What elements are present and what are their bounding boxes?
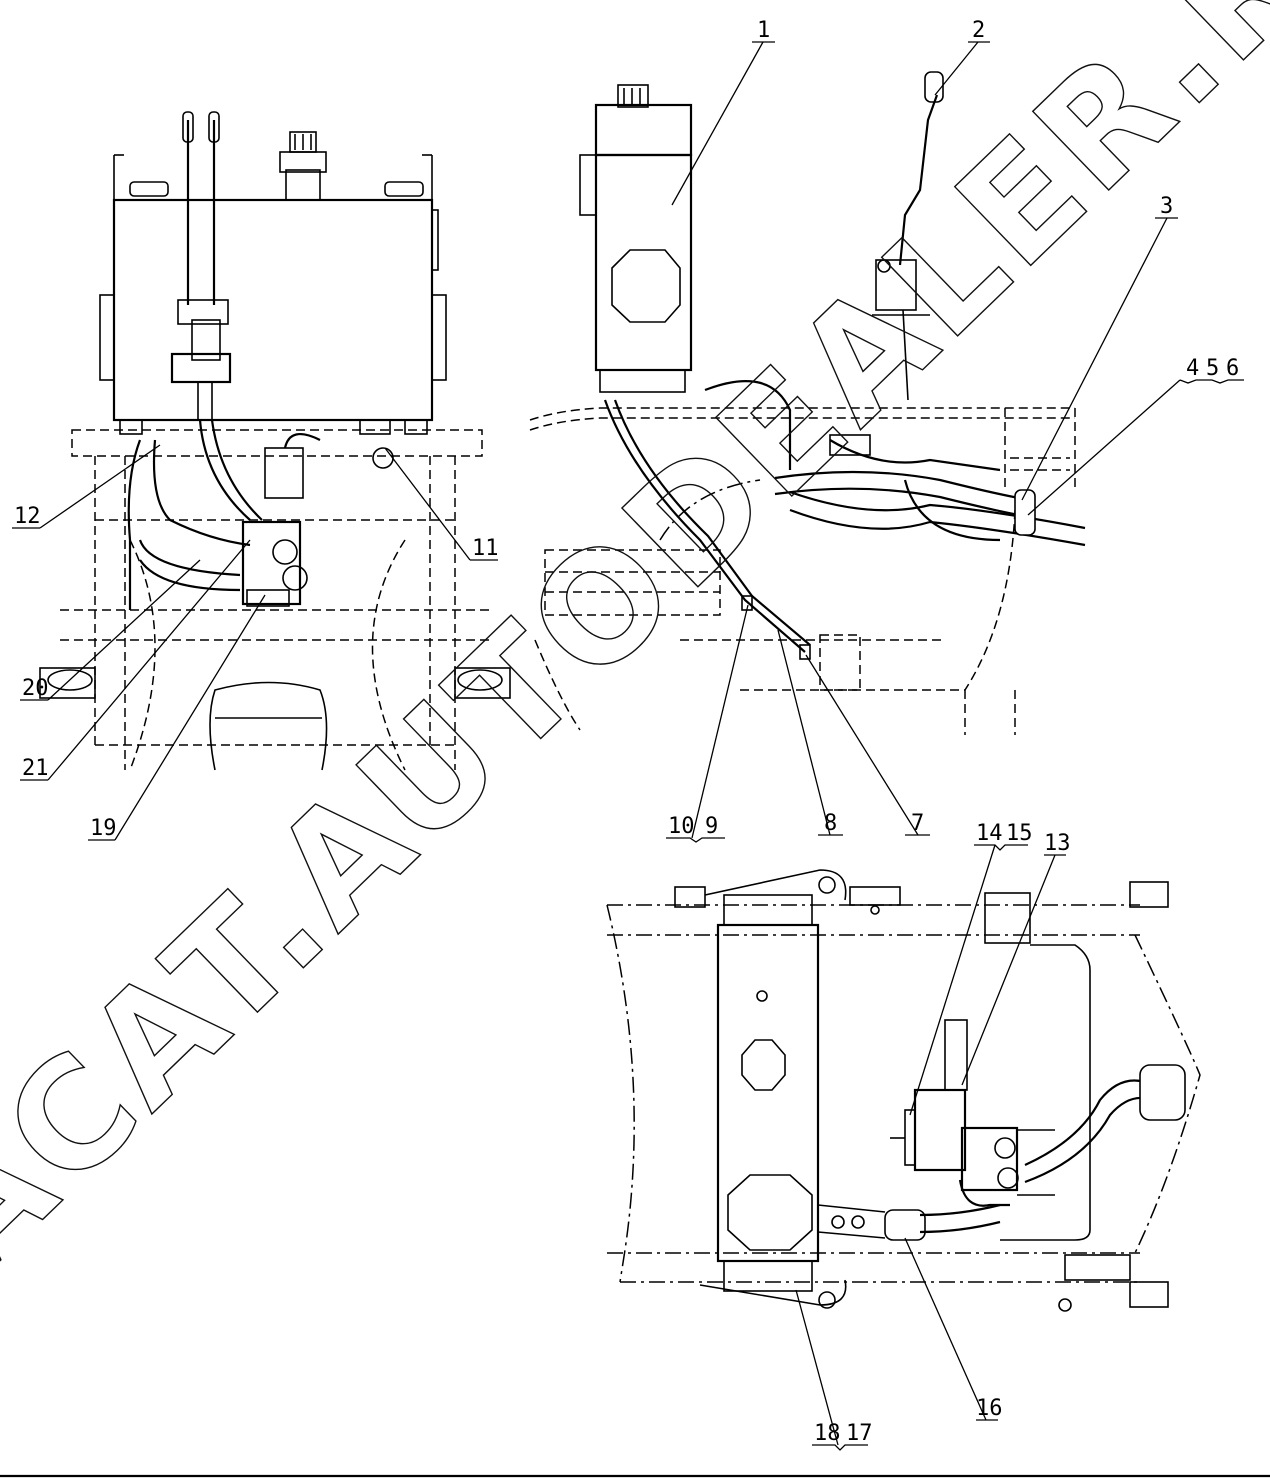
callout-17: 17 [846, 1421, 873, 1446]
callout-2: 2 [972, 18, 985, 43]
callout-8: 8 [824, 811, 837, 836]
callout-11: 11 [472, 536, 499, 561]
callout-labels: 1 2 3 4 5 6 7 8 9 10 11 12 13 14 15 16 1… [14, 18, 1239, 1446]
callout-19: 19 [90, 816, 117, 841]
callout-16: 16 [976, 1396, 1003, 1421]
callout-1: 1 [757, 18, 770, 43]
callout-4: 4 [1186, 356, 1199, 381]
callout-14: 14 [976, 821, 1003, 846]
callout-12: 12 [14, 504, 41, 529]
callout-10: 10 [668, 814, 695, 839]
top-view [606, 869, 1201, 1312]
callout-15: 15 [1006, 821, 1033, 846]
callout-20: 20 [22, 676, 49, 701]
side-view [529, 71, 1086, 735]
watermark-text: ACAT.AUTODEALER.RU [0, 0, 1270, 1307]
callout-7: 7 [911, 811, 924, 836]
callout-18: 18 [814, 1421, 841, 1446]
callout-13: 13 [1044, 831, 1071, 856]
callout-9: 9 [705, 814, 718, 839]
callout-21: 21 [22, 756, 49, 781]
callout-5: 5 [1206, 356, 1219, 381]
leader-lines [12, 41, 1244, 1451]
callout-6: 6 [1226, 356, 1239, 381]
front-view [39, 111, 511, 771]
callout-3: 3 [1160, 194, 1173, 219]
